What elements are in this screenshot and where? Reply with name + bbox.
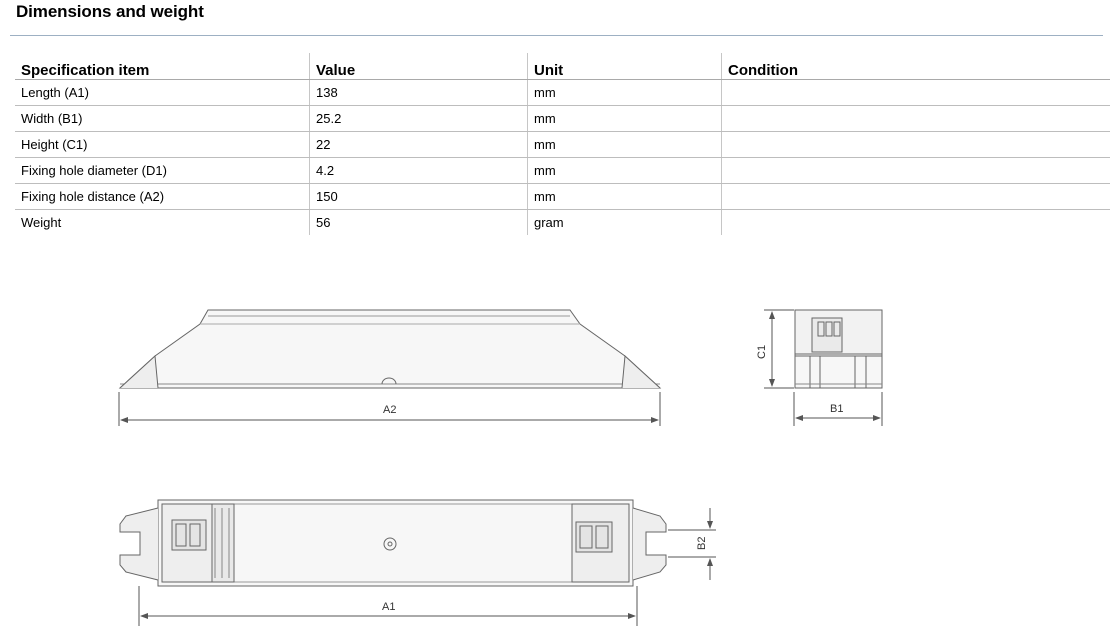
cell-value: 4.2 [309, 157, 528, 184]
cell-value: 56 [309, 209, 528, 235]
cell-unit: mm [527, 183, 722, 210]
label-a2: A2 [383, 404, 396, 416]
end-view [794, 309, 883, 389]
cell-item: Weight [21, 215, 62, 230]
dimension-b2 [668, 508, 716, 580]
table-row: Weight 56 gram [15, 209, 1110, 235]
cell-condition [721, 183, 1110, 210]
cell-condition [721, 79, 1110, 106]
table-row: Fixing hole diameter (D1) 4.2 mm [15, 157, 1110, 184]
cell-item: Width (B1) [15, 105, 310, 132]
table-header-row: Specification item Value Unit Condition [15, 53, 1110, 80]
cell-condition [721, 209, 1110, 235]
header-value: Value [309, 53, 528, 80]
label-a1: A1 [382, 601, 395, 613]
dimension-c1 [764, 309, 794, 389]
table-row: Fixing hole distance (A2) 150 mm [15, 183, 1110, 210]
header-specification-item: Specification item [15, 53, 310, 80]
cell-unit: mm [527, 79, 722, 106]
cell-value: 138 [309, 79, 528, 106]
dimension-a1 [138, 586, 638, 626]
side-view [118, 309, 662, 389]
cell-item: Fixing hole diameter (D1) [15, 157, 310, 184]
top-view [119, 499, 667, 587]
table-row: Height (C1) 22 mm [15, 131, 1110, 158]
cell-unit: mm [527, 157, 722, 184]
title-divider [10, 35, 1103, 36]
dimension-a2 [118, 392, 661, 426]
label-b2: B2 [696, 537, 708, 550]
cell-item: Fixing hole distance (A2) [15, 183, 310, 210]
cell-unit: gram [527, 209, 722, 235]
cell-value: 22 [309, 131, 528, 158]
cell-value: 150 [309, 183, 528, 210]
cell-condition [721, 131, 1110, 158]
table-row: Width (B1) 25.2 mm [15, 105, 1110, 132]
label-b1: B1 [830, 403, 843, 415]
cell-item: Height (C1) [15, 131, 310, 158]
header-unit: Unit [527, 53, 722, 80]
cell-condition [721, 105, 1110, 132]
label-c1: C1 [756, 345, 768, 359]
cell-unit: mm [527, 131, 722, 158]
cell-item: Length (A1) [15, 79, 310, 106]
cell-condition [721, 157, 1110, 184]
table-row: Length (A1) 138 mm [15, 79, 1110, 106]
cell-value: 25.2 [309, 105, 528, 132]
cell-unit: mm [527, 105, 722, 132]
header-condition: Condition [721, 53, 1110, 80]
section-title: Dimensions and weight [16, 2, 204, 21]
spec-table: Specification item Value Unit Condition … [15, 53, 1110, 235]
dimension-b1 [793, 392, 883, 426]
